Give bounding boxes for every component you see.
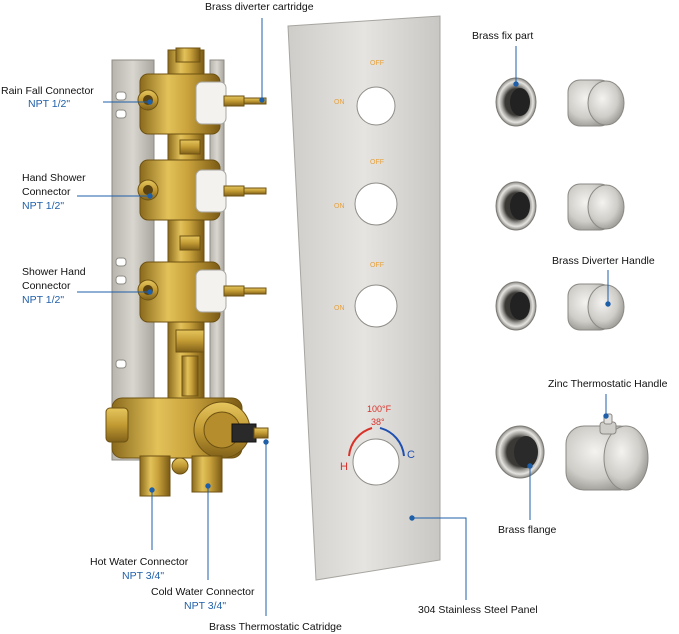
panel-temp-c: 38°	[371, 417, 385, 427]
leader-panel	[412, 517, 467, 600]
panel-on-label-2: ON	[334, 203, 345, 210]
cold-arc	[379, 427, 405, 457]
label-rain-fall-npt: NPT 1/2"	[28, 98, 71, 110]
panel-hole-2	[354, 182, 398, 226]
label-cold-water-npt: NPT 3/4"	[184, 600, 227, 612]
diverter-knob-1	[567, 79, 625, 127]
label-brass-diverter-cartridge: Brass diverter cartridge	[205, 1, 314, 13]
diverter-knob-3	[567, 283, 625, 331]
fix-ring-1	[495, 77, 537, 127]
stainless-steel-panel	[287, 15, 441, 581]
label-hot-water-connector: Hot Water Connector	[90, 556, 189, 568]
label-brass-thermostatic-cartridge: Brass Thermostatic Catridge	[209, 621, 342, 633]
panel-hole-3	[354, 284, 398, 328]
panel-hole-1	[356, 86, 396, 126]
label-brass-flange: Brass flange	[498, 524, 557, 536]
panel-off-label-1: OFF	[370, 60, 384, 67]
diverter-knobs-column	[567, 79, 625, 331]
fix-ring-2	[495, 181, 537, 231]
fix-parts-column	[495, 77, 537, 331]
panel-on-label-3: ON	[334, 305, 345, 312]
hot-arc	[348, 427, 373, 457]
zinc-thermostatic-handle	[565, 413, 649, 491]
brass-valve-body	[105, 47, 269, 497]
panel-hole-thermo	[352, 438, 400, 486]
label-hand-shower-npt: NPT 1/2"	[22, 200, 65, 212]
panel-off-label-2: OFF	[370, 159, 384, 166]
label-shower-hand-line1: Shower Hand	[22, 266, 86, 278]
fix-ring-3	[495, 281, 537, 331]
panel-cold-mark: C	[407, 449, 415, 461]
label-brass-fix-part: Brass fix part	[472, 30, 534, 42]
panel-hot-mark: H	[340, 461, 348, 473]
panel-temp-f: 100°F	[367, 404, 392, 414]
label-brass-diverter-handle: Brass Diverter Handle	[552, 255, 655, 267]
label-zinc-thermostatic-handle: Zinc Thermostatic Handle	[548, 378, 668, 390]
panel-off-label-3: OFF	[370, 262, 384, 269]
label-hot-water-npt: NPT 3/4"	[122, 570, 165, 582]
callout-lines	[77, 18, 611, 616]
label-rain-fall-connector: Rain Fall Connector	[1, 85, 94, 97]
diverter-knob-2	[567, 183, 625, 231]
label-stainless-steel-panel: 304 Stainless Steel Panel	[418, 604, 538, 616]
label-hand-shower-line1: Hand Shower	[22, 172, 86, 184]
brass-flange	[495, 425, 545, 479]
label-hand-shower-line2: Connector	[22, 186, 71, 198]
label-cold-water-connector: Cold Water Connector	[151, 586, 255, 598]
label-shower-hand-npt: NPT 1/2"	[22, 294, 65, 306]
panel-on-label-1: ON	[334, 99, 345, 106]
label-shower-hand-line2: Connector	[22, 280, 71, 292]
